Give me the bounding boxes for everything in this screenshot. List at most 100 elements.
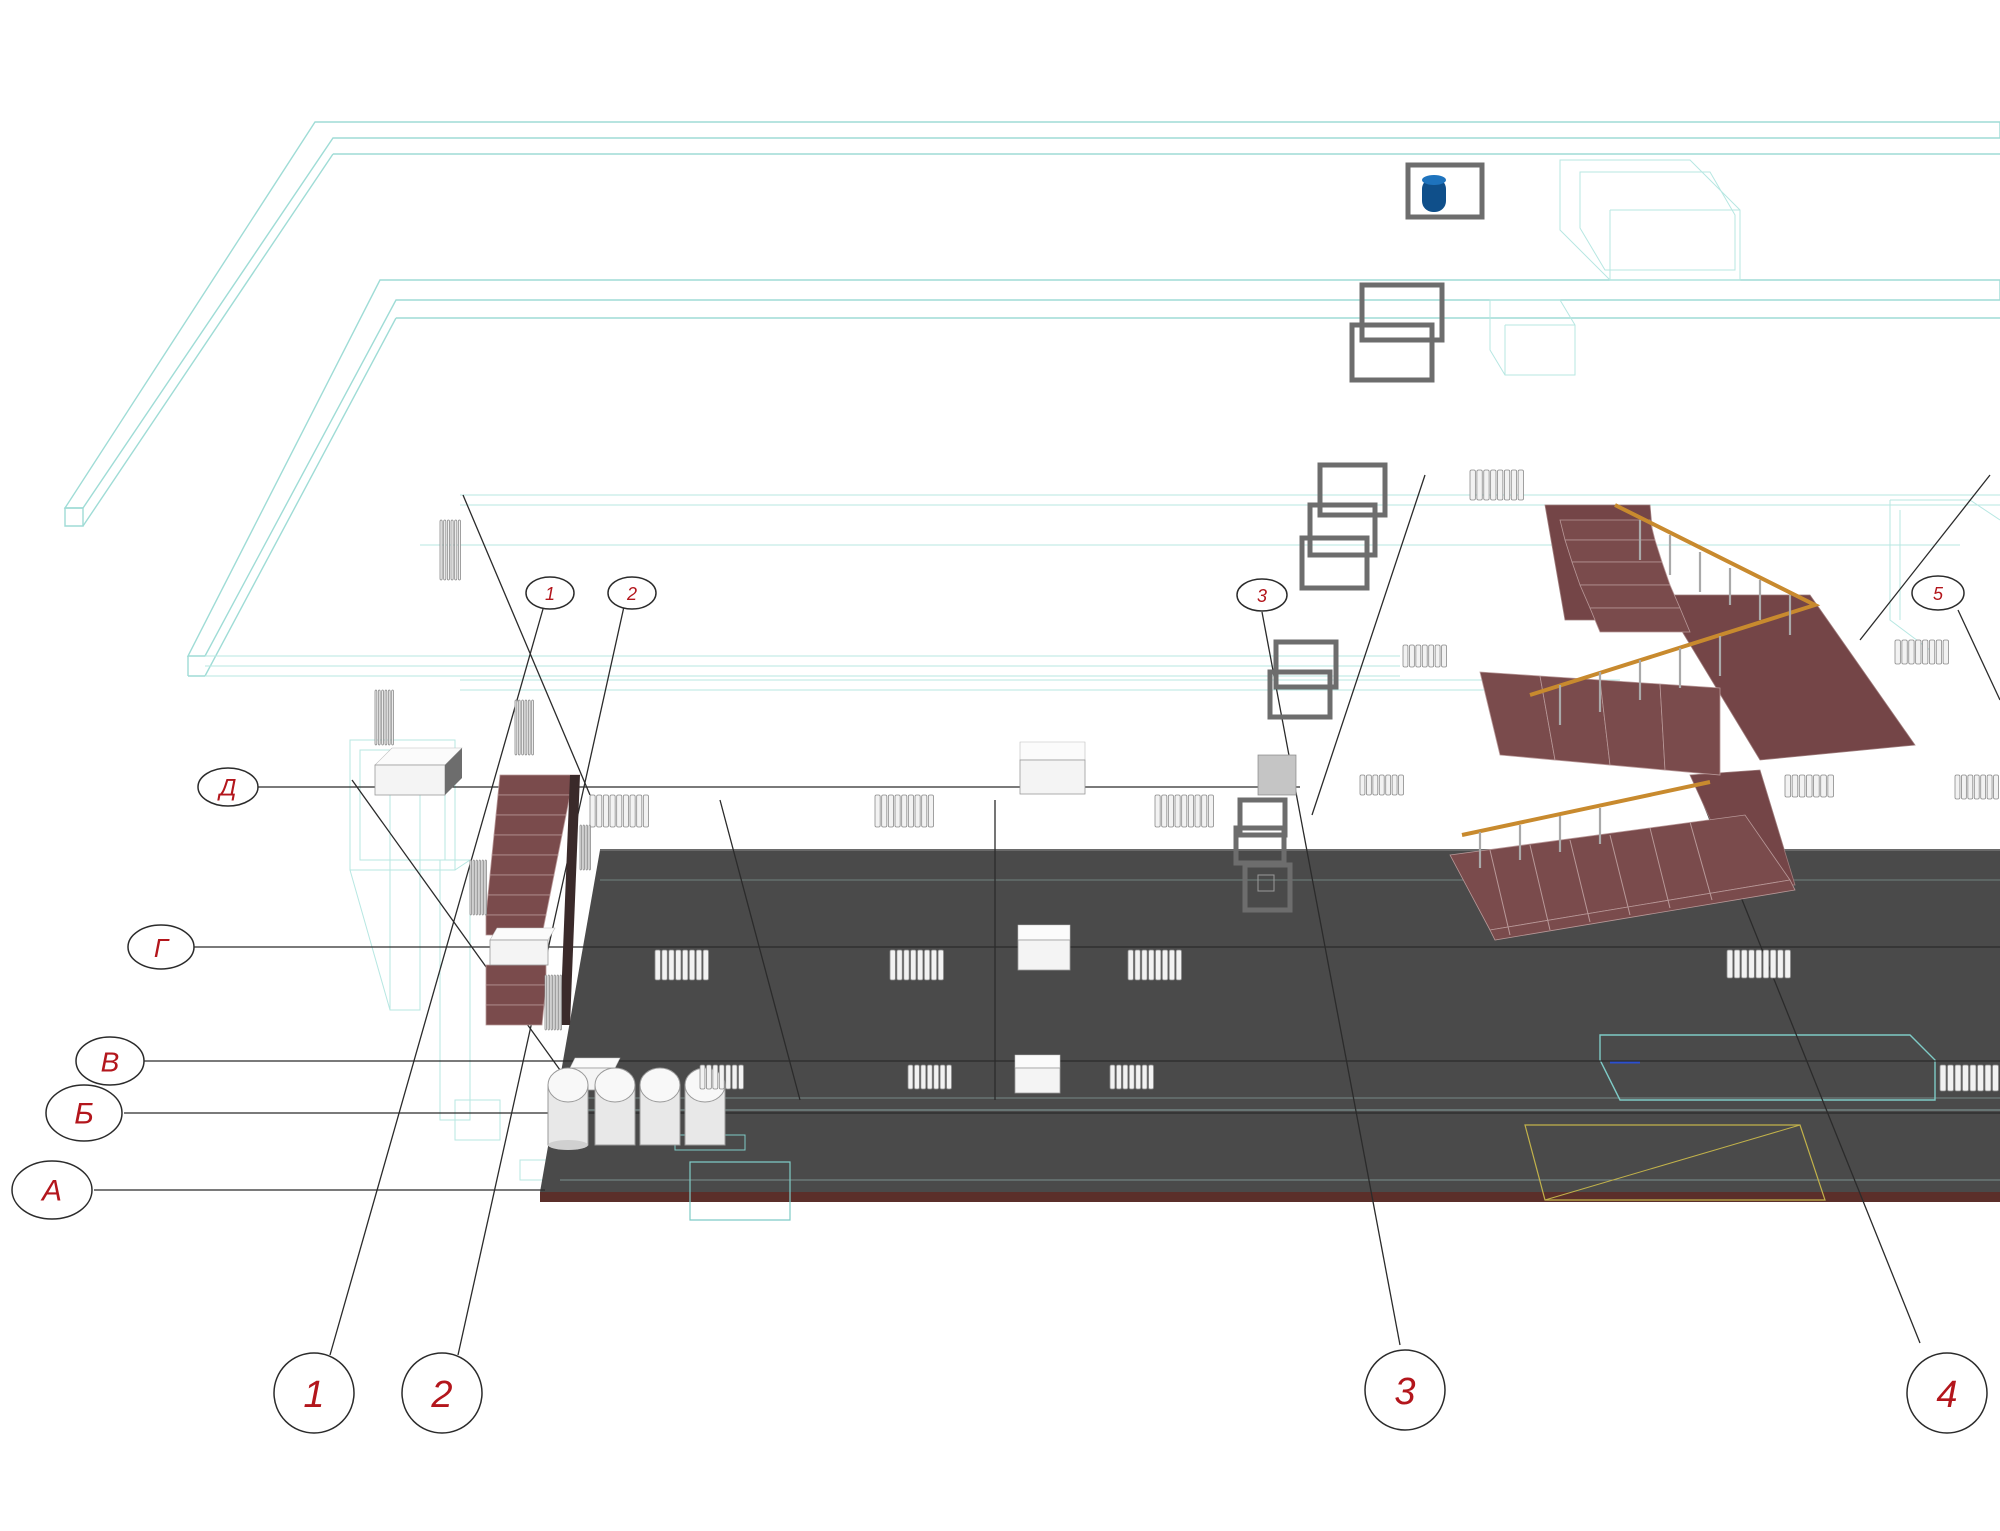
radiators — [374, 469, 1999, 1092]
radiator-fin — [1174, 794, 1181, 828]
grid-axis-bottom-3: 3 — [1364, 1349, 1446, 1431]
radiator-fin — [1207, 794, 1214, 828]
radiator-fin — [1127, 949, 1134, 981]
axis-bubble — [401, 1352, 483, 1434]
axis-label: 1 — [303, 1374, 324, 1416]
axis-label: 5 — [1933, 584, 1944, 604]
radiator-18 — [439, 519, 461, 581]
radiator-fin — [695, 949, 703, 981]
radiator-fin — [1116, 1064, 1122, 1090]
radiator-fin — [374, 689, 378, 746]
radiator-21 — [469, 859, 487, 916]
radiator-fin — [391, 689, 394, 746]
radiator-14 — [1359, 774, 1404, 796]
radiator-fin — [896, 949, 903, 981]
axis-bubble — [1236, 578, 1288, 612]
radiator-fin — [1827, 774, 1834, 798]
radiator-15 — [1784, 774, 1834, 798]
radiator-22 — [579, 824, 591, 871]
radiator-fin — [923, 949, 931, 981]
axis-label: 2 — [626, 584, 637, 604]
grid-axis-d: Д — [197, 767, 259, 807]
radiator-fin — [1421, 644, 1428, 668]
axis-bubble — [1364, 1349, 1446, 1431]
axis-label: 3 — [1394, 1371, 1415, 1413]
upper-flight — [1559, 519, 1691, 633]
radiator-fin — [1967, 774, 1974, 800]
radiator-fin — [901, 794, 908, 828]
radiator-fin — [907, 794, 914, 828]
radiator-fin — [1962, 1064, 1969, 1092]
radiator-fin — [1947, 1064, 1954, 1092]
radiator-fin — [556, 974, 559, 1031]
radiator-fin — [1135, 1064, 1142, 1090]
axis-bubble — [45, 1084, 123, 1142]
radiator-fin — [1441, 644, 1447, 668]
radiator-fin — [718, 1064, 725, 1090]
radiator-fin — [472, 859, 475, 916]
radiator-fin — [514, 699, 518, 756]
radiator-fin — [1977, 1064, 1984, 1092]
staircase-left — [485, 774, 581, 1026]
radiator-4 — [654, 949, 709, 981]
radiator-fin — [1175, 949, 1182, 981]
radiator-fin — [937, 949, 944, 981]
axis-bubble — [75, 1036, 145, 1086]
radiator-16 — [1954, 774, 1999, 800]
radiator-fin — [1134, 949, 1141, 981]
radiator-fin — [699, 1064, 706, 1090]
radiator-fin — [1398, 774, 1404, 796]
grid-axis-top-3: 3 — [1236, 578, 1288, 612]
axis-bubble — [273, 1352, 355, 1434]
radiator-fin — [524, 699, 528, 756]
radiator-fin — [1791, 774, 1799, 798]
radiator-fin — [636, 794, 643, 828]
radiator-fin — [1497, 469, 1504, 501]
radiator-fin — [874, 794, 881, 828]
radiator-10 — [1109, 1064, 1154, 1090]
radiator-fin — [1155, 949, 1162, 981]
radiator-fin — [1928, 639, 1936, 665]
radiator-fin — [582, 824, 585, 871]
radiator-fin — [1806, 774, 1813, 798]
radiator-fin — [527, 699, 531, 756]
radiator-fin — [1181, 794, 1188, 828]
radiator-fin — [1161, 949, 1169, 981]
radiator-fin — [1954, 1064, 1962, 1092]
radiator-fin — [927, 794, 934, 828]
radiator-2 — [874, 794, 934, 828]
radiator-fin — [1409, 644, 1415, 668]
radiator-20 — [514, 699, 534, 756]
radiator-fin — [547, 974, 550, 1031]
radiator-fin — [1993, 774, 1999, 800]
radiator-fin — [1385, 774, 1392, 796]
radiator-3 — [1154, 794, 1214, 828]
water-tank-icon — [1422, 175, 1446, 212]
axis-label: В — [101, 1047, 120, 1078]
radiator-fin — [1490, 469, 1497, 501]
radiator-9 — [907, 1064, 952, 1090]
axis-bubble — [197, 767, 259, 807]
radiator-fin — [439, 519, 443, 581]
radiator-fin — [933, 1064, 940, 1090]
radiator-12 — [1402, 644, 1447, 668]
radiator-fin — [1755, 949, 1763, 979]
radiator-fin — [1122, 1064, 1129, 1090]
radiator-fin — [544, 974, 547, 1031]
grid-axis-b: Б — [45, 1084, 123, 1142]
radiator-fin — [914, 794, 921, 828]
wall-openings — [1233, 162, 1485, 913]
radiator-fin — [668, 949, 675, 981]
radiator-fin — [1954, 774, 1961, 800]
radiator-7 — [1726, 949, 1791, 979]
axis-label: Б — [74, 1098, 94, 1131]
radiator-fin — [596, 794, 603, 828]
radiator-fin — [1503, 469, 1511, 501]
radiator-fin — [939, 1064, 946, 1090]
radiator-fin — [1469, 469, 1476, 501]
radiator-fin — [1769, 949, 1777, 979]
radiator-1 — [589, 794, 649, 828]
axis-bubble — [525, 576, 575, 610]
axis-bubble — [1911, 575, 1965, 611]
